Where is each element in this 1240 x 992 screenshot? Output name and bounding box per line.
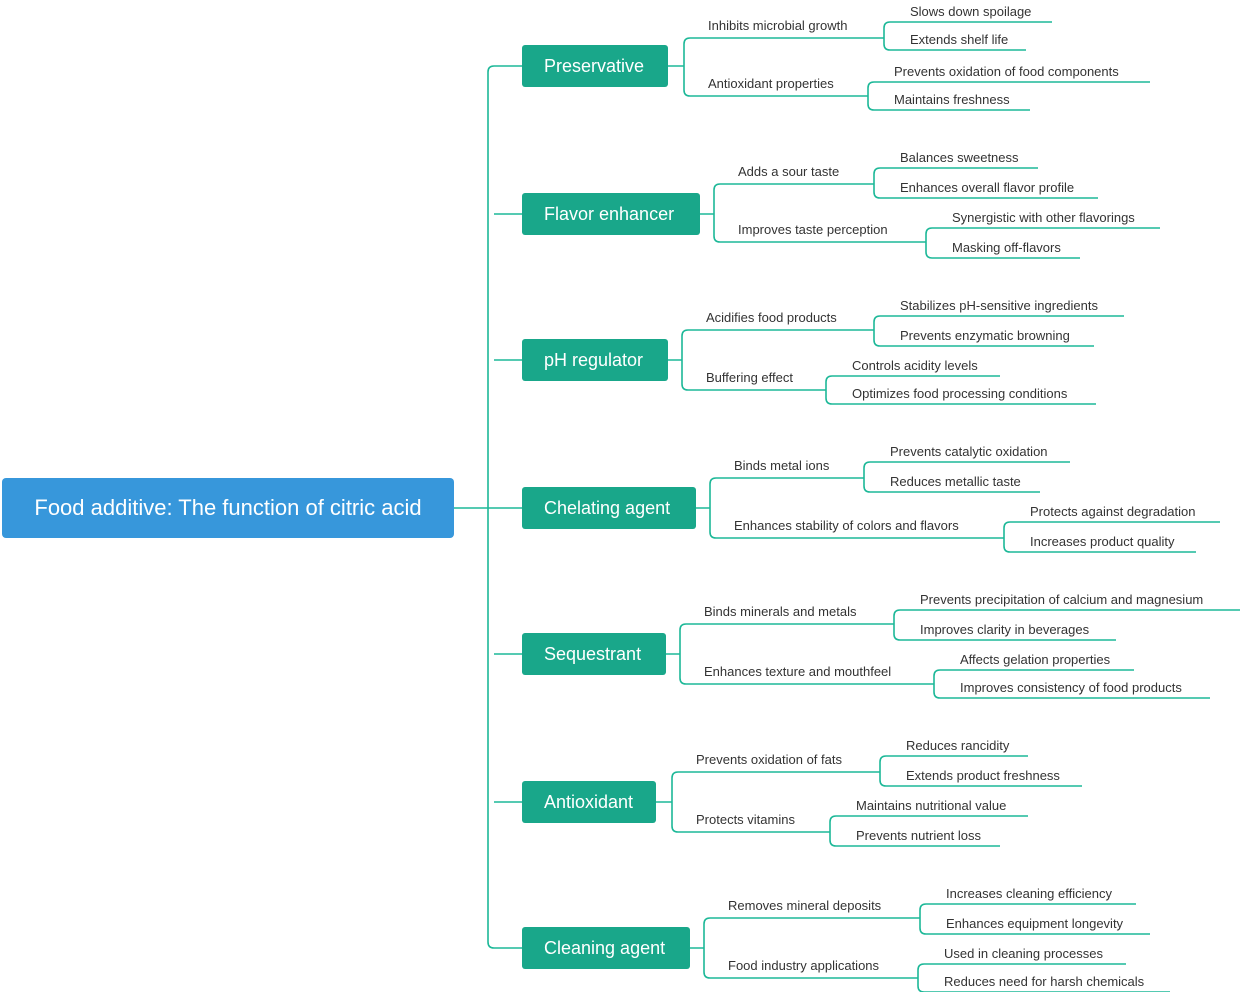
branch-topic-label: Antioxidant xyxy=(544,791,634,812)
leaf-topic[interactable]: Slows down spoilage xyxy=(910,4,1032,19)
subtopic[interactable]: Binds minerals and metals xyxy=(704,604,857,619)
leaf-topic[interactable]: Extends shelf life xyxy=(910,32,1009,47)
leaf-topic[interactable]: Reduces need for harsh chemicals xyxy=(944,974,1145,989)
leaf-topic[interactable]: Maintains freshness xyxy=(894,92,1010,107)
leaf-topic[interactable]: Increases cleaning efficiency xyxy=(946,886,1112,901)
leaf-topic[interactable]: Optimizes food processing conditions xyxy=(852,386,1068,401)
subtopic[interactable]: Binds metal ions xyxy=(734,458,830,473)
root-topic[interactable]: Food additive: The function of citric ac… xyxy=(2,478,454,538)
leaf-topic[interactable]: Prevents catalytic oxidation xyxy=(890,444,1048,459)
leaf-topic[interactable]: Balances sweetness xyxy=(900,150,1019,165)
connector-path xyxy=(454,21,1240,992)
subtopic[interactable]: Enhances stability of colors and flavors xyxy=(734,518,959,533)
leaf-topic[interactable]: Improves clarity in beverages xyxy=(920,622,1090,637)
branch-topic[interactable]: Antioxidant xyxy=(522,781,656,823)
branch-topic[interactable]: Flavor enhancer xyxy=(522,193,700,235)
branch-topic[interactable]: Cleaning agent xyxy=(522,927,690,969)
subtopic[interactable]: Antioxidant properties xyxy=(708,76,834,91)
leaf-topic[interactable]: Protects against degradation xyxy=(1030,504,1196,519)
branch-topic[interactable]: Sequestrant xyxy=(522,633,666,675)
leaf-topic[interactable]: Enhances equipment longevity xyxy=(946,916,1124,931)
leaf-topic[interactable]: Masking off-flavors xyxy=(952,240,1061,255)
leaf-topic[interactable]: Prevents nutrient loss xyxy=(856,828,982,843)
subtopic[interactable]: Prevents oxidation of fats xyxy=(696,752,842,767)
leaf-topic[interactable]: Affects gelation properties xyxy=(960,652,1111,667)
leaf-topic[interactable]: Maintains nutritional value xyxy=(856,798,1007,813)
subtopic[interactable]: Improves taste perception xyxy=(738,222,888,237)
branch-topic-label: Flavor enhancer xyxy=(544,203,675,224)
leaf-topic[interactable]: Increases product quality xyxy=(1030,534,1175,549)
branch-topic-label: pH regulator xyxy=(544,349,644,370)
branch-topic-label: Preservative xyxy=(544,55,645,76)
branch-topic-label: Cleaning agent xyxy=(544,937,666,958)
leaf-topic[interactable]: Controls acidity levels xyxy=(852,358,978,373)
leaf-topic[interactable]: Extends product freshness xyxy=(906,768,1060,783)
branch-topic-label: Sequestrant xyxy=(544,643,642,664)
subtopic[interactable]: Food industry applications xyxy=(728,958,880,973)
leaf-topic[interactable]: Enhances overall flavor profile xyxy=(900,180,1075,195)
leaf-topic[interactable]: Reduces metallic taste xyxy=(890,474,1021,489)
subtopic[interactable]: Enhances texture and mouthfeel xyxy=(704,664,892,679)
leaf-topic[interactable]: Used in cleaning processes xyxy=(944,946,1103,961)
branch-topic-label: Chelating agent xyxy=(544,497,671,518)
leaf-topic[interactable]: Improves consistency of food products xyxy=(960,680,1182,695)
root-topic-label: Food additive: The function of citric ac… xyxy=(34,495,422,520)
leaf-topic[interactable]: Stabilizes pH-sensitive ingredients xyxy=(900,298,1098,313)
leaf-topic[interactable]: Synergistic with other flavorings xyxy=(952,210,1135,225)
leaf-topic[interactable]: Prevents precipitation of calcium and ma… xyxy=(920,592,1204,607)
leaf-topic[interactable]: Prevents oxidation of food components xyxy=(894,64,1119,79)
subtopic[interactable]: Protects vitamins xyxy=(696,812,795,827)
branch-topic[interactable]: pH regulator xyxy=(522,339,668,381)
leaf-topic[interactable]: Prevents enzymatic browning xyxy=(900,328,1070,343)
branch-topic[interactable]: Chelating agent xyxy=(522,487,696,529)
subtopic[interactable]: Acidifies food products xyxy=(706,310,837,325)
subtopic[interactable]: Adds a sour taste xyxy=(738,164,840,179)
subtopic[interactable]: Removes mineral deposits xyxy=(728,898,882,913)
subtopic[interactable]: Buffering effect xyxy=(706,370,793,385)
leaf-topic[interactable]: Reduces rancidity xyxy=(906,738,1010,753)
subtopic[interactable]: Inhibits microbial growth xyxy=(708,18,848,33)
branch-topic[interactable]: Preservative xyxy=(522,45,668,87)
